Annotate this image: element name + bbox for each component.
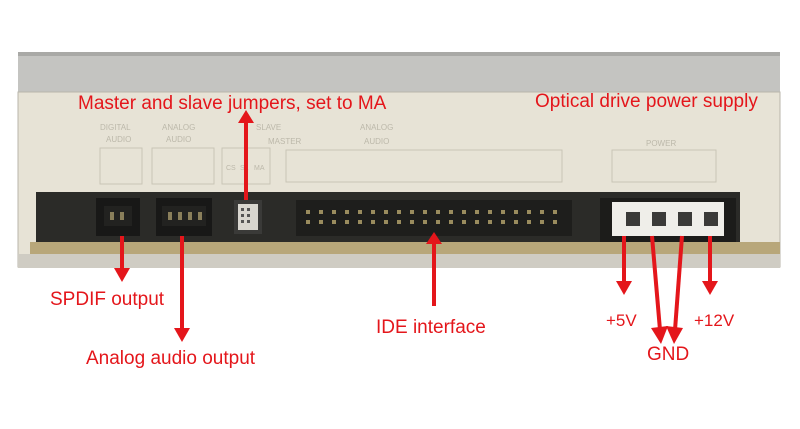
ide-pin	[436, 210, 440, 214]
label-jumpers: Master and slave jumpers, set to MA	[78, 93, 387, 114]
label-spdif: SPDIF output	[50, 289, 165, 310]
jumper-block	[234, 200, 262, 234]
ide-pin	[384, 210, 388, 214]
print-digital: DIGITAL	[100, 123, 131, 132]
label-power-supply: Optical drive power supply	[535, 91, 758, 112]
ide-pin	[514, 220, 518, 224]
ide-pin	[332, 220, 336, 224]
print-slave: SLAVE	[256, 123, 281, 132]
ide-pin	[501, 210, 505, 214]
ide-pin	[332, 210, 336, 214]
ide-pin	[410, 210, 414, 214]
ide-pin	[423, 210, 427, 214]
ide-pin	[345, 220, 349, 224]
ide-pin	[449, 220, 453, 224]
ide-pin	[462, 220, 466, 224]
print-ma: MA	[254, 165, 265, 172]
label-analog: Analog audio output	[86, 348, 256, 369]
ide-pin	[488, 210, 492, 214]
ide-pin	[540, 210, 544, 214]
ide-pin	[475, 220, 479, 224]
label-gnd: GND	[647, 344, 690, 365]
power-connector	[600, 198, 736, 242]
ide-pin	[540, 220, 544, 224]
ide-pin	[449, 210, 453, 214]
ide-pin	[527, 220, 531, 224]
print-analog-audio-2: AUDIO	[364, 137, 389, 146]
spdif-connector	[96, 198, 140, 236]
label-plus5v: +5V	[606, 311, 637, 330]
ide-pin	[319, 210, 323, 214]
analog-audio-connector	[156, 198, 212, 236]
pcb-edge	[30, 242, 780, 254]
print-analog-audio: AUDIO	[166, 135, 191, 144]
ide-pin	[553, 210, 557, 214]
ide-pin	[371, 220, 375, 224]
ide-pin	[358, 210, 362, 214]
ide-pin	[527, 210, 531, 214]
print-power: POWER	[646, 139, 676, 148]
ide-pin	[358, 220, 362, 224]
ide-pin	[553, 220, 557, 224]
ide-pin	[501, 220, 505, 224]
ide-pin	[306, 220, 310, 224]
print-digital-audio: AUDIO	[106, 135, 131, 144]
ide-pin	[397, 220, 401, 224]
ide-pin	[345, 210, 349, 214]
label-ide: IDE interface	[376, 317, 486, 338]
ide-pin	[475, 210, 479, 214]
ide-pin	[436, 220, 440, 224]
chassis-top	[18, 52, 780, 94]
ide-pin	[371, 210, 375, 214]
print-analog-2: ANALOG	[360, 123, 393, 132]
print-cs: CS	[226, 165, 236, 172]
ide-pin	[384, 220, 388, 224]
annotation-arrows	[114, 110, 718, 344]
ide-pin	[488, 220, 492, 224]
ide-connector	[296, 200, 572, 236]
ide-pin	[462, 210, 466, 214]
ide-pin	[514, 210, 518, 214]
print-analog: ANALOG	[162, 123, 195, 132]
ide-pin	[306, 210, 310, 214]
ide-pin	[410, 220, 414, 224]
label-plus12v: +12V	[694, 311, 735, 330]
ide-pin	[397, 210, 401, 214]
print-master: MASTER	[268, 137, 302, 146]
ide-pin	[423, 220, 427, 224]
ide-pin	[319, 220, 323, 224]
